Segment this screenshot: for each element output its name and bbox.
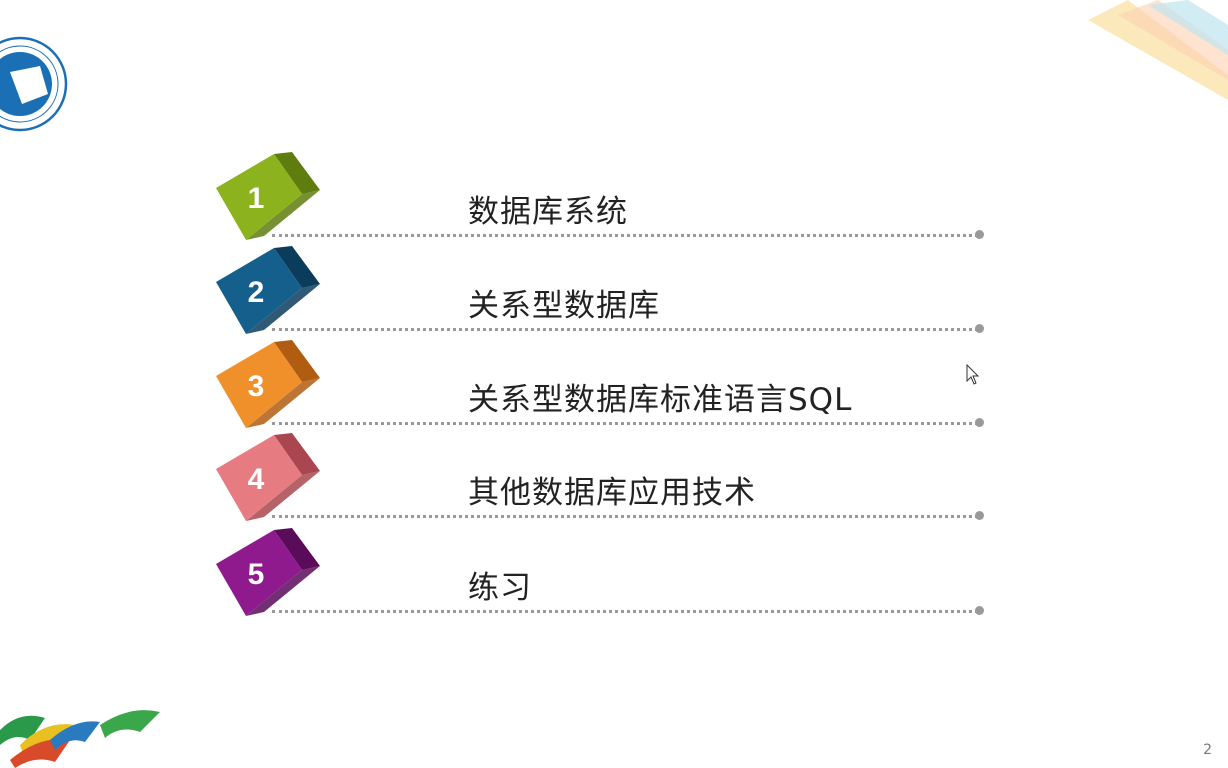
dotted-divider — [272, 422, 978, 425]
dotted-divider — [272, 610, 978, 613]
agenda-item: 1 数据库系统 — [0, 152, 1228, 246]
dotted-divider — [272, 234, 978, 237]
number-cube: 1 — [216, 152, 320, 240]
item-number: 4 — [248, 463, 265, 496]
dotted-divider — [272, 515, 978, 518]
mouse-cursor — [966, 364, 980, 385]
item-number: 3 — [248, 370, 265, 403]
number-cube: 3 — [216, 340, 320, 428]
item-number: 1 — [248, 182, 265, 215]
item-number: 5 — [248, 558, 265, 591]
dotted-divider — [272, 328, 978, 331]
item-label: 其他数据库应用技术 — [468, 475, 756, 511]
item-label: 数据库系统 — [468, 194, 628, 230]
university-logo — [0, 36, 68, 132]
number-cube: 2 — [216, 246, 320, 334]
agenda-item: 5 练习 — [0, 528, 1228, 622]
agenda-item: 3 关系型数据库标准语言SQL — [0, 340, 1228, 434]
decorative-stripes-bottom — [0, 710, 160, 768]
decorative-stripes — [1088, 0, 1228, 100]
item-label: 关系型数据库 — [468, 288, 660, 324]
number-cube: 5 — [216, 528, 320, 616]
divider-end-dot — [975, 511, 984, 520]
item-label: 关系型数据库标准语言SQL — [468, 382, 853, 418]
divider-end-dot — [975, 418, 984, 427]
agenda-item: 2 关系型数据库 — [0, 246, 1228, 340]
divider-end-dot — [975, 324, 984, 333]
item-number: 2 — [248, 276, 265, 309]
page-number: 2 — [1203, 742, 1212, 758]
item-label: 练习 — [468, 570, 532, 606]
agenda-item: 4 其他数据库应用技术 — [0, 433, 1228, 527]
divider-end-dot — [975, 606, 984, 615]
divider-end-dot — [975, 230, 984, 239]
number-cube: 4 — [216, 433, 320, 521]
